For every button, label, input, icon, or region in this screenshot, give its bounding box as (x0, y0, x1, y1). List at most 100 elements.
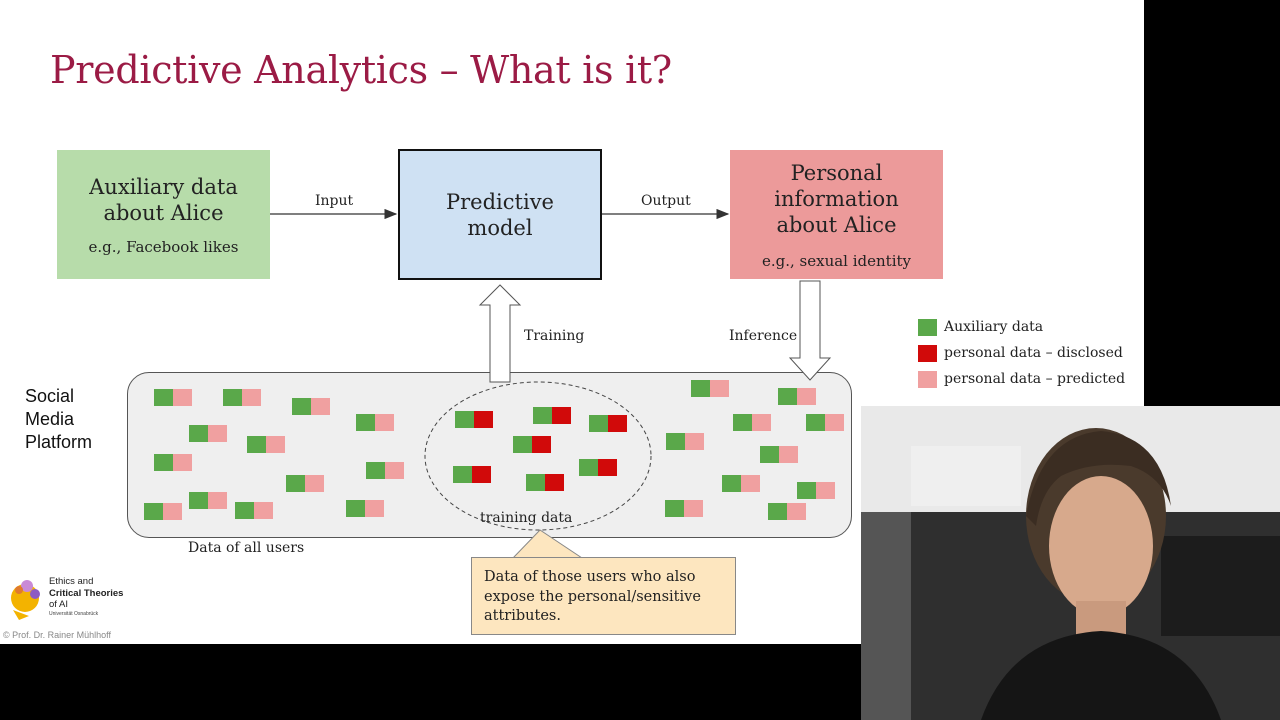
auxiliary-data-square (235, 502, 254, 519)
predicted-data-square (173, 389, 192, 406)
ethics-ai-logo: Ethics and Critical Theories of AI Unive… (5, 570, 130, 625)
disclosed-data-square (545, 474, 564, 491)
legend-label: personal data – disclosed (944, 345, 1123, 361)
auxiliary-data-square (526, 474, 545, 491)
disclosed-data-square (474, 411, 493, 428)
logo-line: Ethics and (49, 576, 94, 587)
disclosed-data-square (608, 415, 627, 432)
training-arrow (478, 284, 522, 383)
auxiliary-data-square (189, 492, 208, 509)
predicted-data-square (242, 389, 261, 406)
black-margin (1144, 0, 1280, 406)
diagram-arrows-layer (144, 208, 844, 559)
auxiliary-data-square (513, 436, 532, 453)
predicted-data-square (385, 462, 404, 479)
training-arrow-label: Training (524, 328, 585, 344)
auxiliary-swatch (918, 318, 937, 336)
personal-information-example: e.g., sexual identity (761, 251, 912, 270)
predicted-data-square (787, 503, 806, 520)
output-arrow-label: Output (641, 193, 691, 209)
legend-item: Auxiliary data (918, 314, 1125, 340)
auxiliary-data-square (533, 407, 552, 424)
all-users-caption: Data of all users (188, 540, 305, 556)
legend-label: Auxiliary data (944, 319, 1044, 335)
inference-arrow (788, 280, 832, 381)
predicted-data-square (797, 388, 816, 405)
auxiliary-data-square (154, 454, 173, 471)
auxiliary-data-box: Auxiliary data about Alice e.g., Faceboo… (57, 150, 270, 279)
auxiliary-data-square (366, 462, 385, 479)
logo-line: of AI (49, 599, 69, 610)
predicted-data-square (254, 502, 273, 519)
legend-item: personal data – disclosed (918, 340, 1125, 366)
auxiliary-data-square (778, 388, 797, 405)
legend-label: personal data – predicted (944, 371, 1126, 387)
logo-text: Ethics and Critical Theories of AI Unive… (49, 576, 123, 618)
auxiliary-data-square (356, 414, 375, 431)
predicted-data-square (365, 500, 384, 517)
user-data-pairs (144, 380, 844, 520)
presenter-video-icon (861, 406, 1280, 720)
inference-arrow-label: Inference (729, 328, 798, 344)
predicted-data-square (208, 425, 227, 442)
auxiliary-data-square (760, 446, 779, 463)
auxiliary-data-square (286, 475, 305, 492)
auxiliary-data-square (733, 414, 752, 431)
predicted-data-square (684, 500, 703, 517)
predicted-data-square (163, 503, 182, 520)
auxiliary-data-square (691, 380, 710, 397)
predicted-data-square (173, 454, 192, 471)
auxiliary-data-square (455, 411, 474, 428)
callout-pointer (511, 529, 584, 559)
platform-label-line: Platform (25, 432, 93, 452)
logo-line-bold: Critical Theories (49, 587, 124, 599)
predicted-data-square (752, 414, 771, 431)
auxiliary-data-square (768, 503, 787, 520)
legend-item: personal data – predicted (918, 366, 1125, 392)
auxiliary-data-square (247, 436, 266, 453)
disclosed-data-square (552, 407, 571, 424)
predicted-swatch (918, 370, 937, 388)
auxiliary-data-square (722, 475, 741, 492)
auxiliary-data-square (797, 482, 816, 499)
auxiliary-data-square (806, 414, 825, 431)
predicted-data-square (311, 398, 330, 415)
auxiliary-data-square (189, 425, 208, 442)
predicted-data-square (685, 433, 704, 450)
input-arrow-label: Input (315, 193, 354, 209)
auxiliary-data-title: Auxiliary data about Alice (89, 174, 238, 225)
predicted-data-square (375, 414, 394, 431)
predicted-data-square (208, 492, 227, 509)
auxiliary-data-square (453, 466, 472, 483)
predicted-data-square (816, 482, 835, 499)
copyright: © Prof. Dr. Rainer Mühlhoff (3, 630, 112, 640)
personal-information-box: Personal information about Alice e.g., s… (730, 150, 943, 279)
logo-line: Critical Theories (49, 588, 123, 600)
platform-label-line: Media (25, 409, 75, 429)
platform-label-line: Social (25, 386, 75, 406)
personal-information-title: Personal information about Alice (774, 160, 899, 237)
predictive-model-title: Predictive model (446, 189, 554, 240)
auxiliary-data-square (666, 433, 685, 450)
predicted-data-square (305, 475, 324, 492)
legend: Auxiliary data personal data – disclosed… (918, 314, 1125, 392)
slide: Predictive Analytics – What is it? Auxil… (0, 0, 1144, 644)
auxiliary-data-example: e.g., Facebook likes (88, 237, 239, 256)
training-data-label: training data (480, 510, 573, 526)
presenter-webcam (861, 406, 1280, 720)
auxiliary-data-square (154, 389, 173, 406)
social-media-platform-label: Social Media Platform (25, 385, 92, 454)
auxiliary-data-square (292, 398, 311, 415)
predictive-model-box: Predictive model (398, 149, 602, 280)
disclosed-data-square (472, 466, 491, 483)
disclosed-swatch (918, 344, 937, 362)
predicted-data-square (779, 446, 798, 463)
auxiliary-data-square (589, 415, 608, 432)
auxiliary-data-square (346, 500, 365, 517)
predicted-data-square (266, 436, 285, 453)
disclosed-data-square (598, 459, 617, 476)
training-data-callout: Data of those users who also expose the … (471, 557, 736, 635)
predicted-data-square (825, 414, 844, 431)
slide-title: Predictive Analytics – What is it? (50, 48, 672, 92)
auxiliary-data-square (665, 500, 684, 517)
